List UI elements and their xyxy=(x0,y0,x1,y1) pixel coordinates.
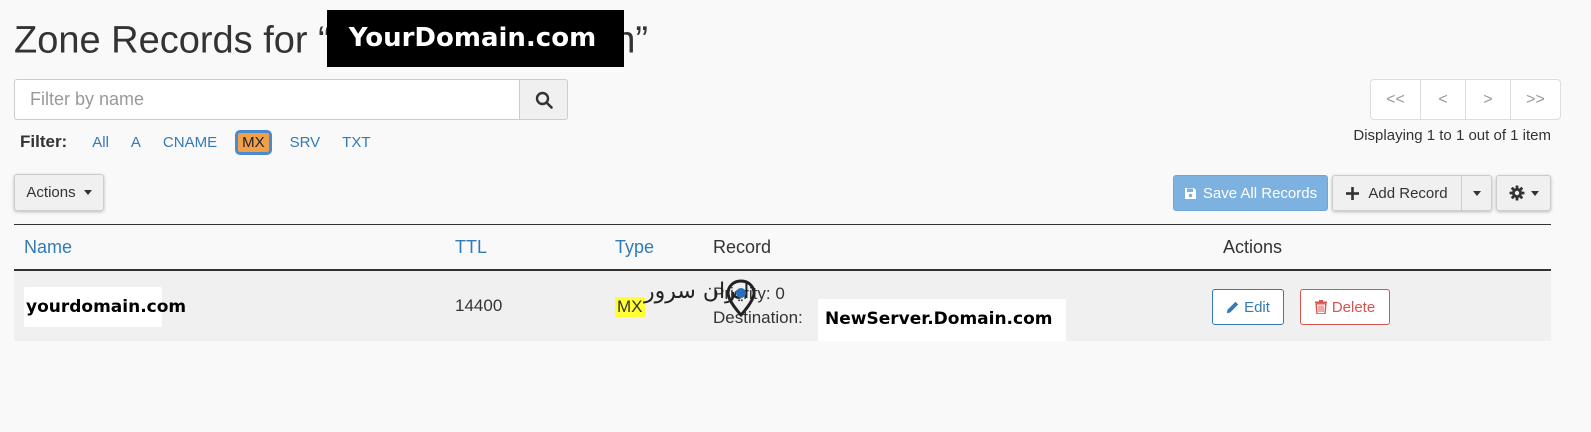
column-header-actions: Actions xyxy=(1223,237,1283,257)
search-icon xyxy=(535,91,553,109)
title-prefix: Zone Records for “ xyxy=(14,19,331,62)
pagination-summary: Displaying 1 to 1 out of 1 item xyxy=(1353,127,1551,144)
caret-down-icon xyxy=(1472,190,1481,196)
save-all-label: Save All Records xyxy=(1202,184,1318,202)
table-row: yourdomain.com 14400 MX Priority: 0 Dest… xyxy=(14,271,1551,341)
prev-page-button[interactable]: < xyxy=(1421,80,1466,119)
actions-dropdown-button[interactable]: Actions xyxy=(14,174,104,211)
floppy-disk-icon xyxy=(1184,187,1196,199)
save-all-records-button[interactable]: Save All Records xyxy=(1173,175,1328,211)
gear-icon xyxy=(1509,185,1524,201)
delete-label: Delete xyxy=(1331,298,1376,316)
filter-option-txt[interactable]: TXT xyxy=(342,133,371,151)
next-page-button[interactable]: > xyxy=(1466,80,1511,119)
record-type-filter: Filter: All A CNAME MX SRV TXT xyxy=(20,128,382,156)
filter-label: Filter: xyxy=(20,132,68,151)
record-destination: NewServer.Domain.com xyxy=(818,299,1066,341)
pencil-icon xyxy=(1226,301,1239,313)
add-record-button-group: Add Record xyxy=(1332,175,1492,211)
plus-icon xyxy=(1346,186,1360,200)
filter-option-srv[interactable]: SRV xyxy=(289,133,321,151)
filter-option-all[interactable]: All xyxy=(92,133,109,151)
caret-down-icon xyxy=(83,190,92,195)
settings-dropdown-button[interactable] xyxy=(1496,175,1551,211)
column-header-record: Record xyxy=(713,237,772,257)
filter-option-cname[interactable]: CNAME xyxy=(162,133,218,151)
record-type: MX xyxy=(615,297,645,317)
add-record-label: Add Record xyxy=(1368,184,1448,202)
add-record-button[interactable]: Add Record xyxy=(1332,175,1462,211)
zone-records-table: Name TTL Type Record Actions yourdomain.… xyxy=(14,224,1551,341)
last-page-button[interactable]: >> xyxy=(1526,90,1545,108)
edit-record-button[interactable]: Edit xyxy=(1212,289,1284,325)
column-header-name[interactable]: Name xyxy=(24,237,73,257)
delete-record-button[interactable]: Delete xyxy=(1300,289,1390,325)
column-header-type[interactable]: Type xyxy=(615,237,655,257)
priority-value: 0 xyxy=(775,284,785,303)
record-name: yourdomain.com xyxy=(24,287,186,327)
actions-label: Actions xyxy=(26,184,76,201)
edit-label: Edit xyxy=(1244,298,1270,316)
column-header-ttl[interactable]: TTL xyxy=(455,237,488,257)
caret-down-icon xyxy=(1530,190,1539,196)
trash-icon xyxy=(1314,300,1327,314)
search-bar xyxy=(14,79,568,120)
add-record-options-toggle[interactable] xyxy=(1462,175,1492,211)
filter-option-a[interactable]: A xyxy=(130,133,141,151)
domain-redaction-label: YourDomain.com xyxy=(326,10,625,67)
location-pin-icon xyxy=(726,279,756,317)
destination-label: Destination: xyxy=(713,308,803,327)
search-input[interactable] xyxy=(14,79,519,120)
search-button[interactable] xyxy=(519,79,568,120)
filter-option-mx[interactable]: MX xyxy=(235,129,272,155)
record-ttl: 14400 xyxy=(455,296,503,315)
pagination: << < > >> xyxy=(1370,79,1561,120)
first-page-button[interactable]: << xyxy=(1371,80,1421,119)
table-header: Name TTL Type Record Actions xyxy=(14,225,1551,271)
